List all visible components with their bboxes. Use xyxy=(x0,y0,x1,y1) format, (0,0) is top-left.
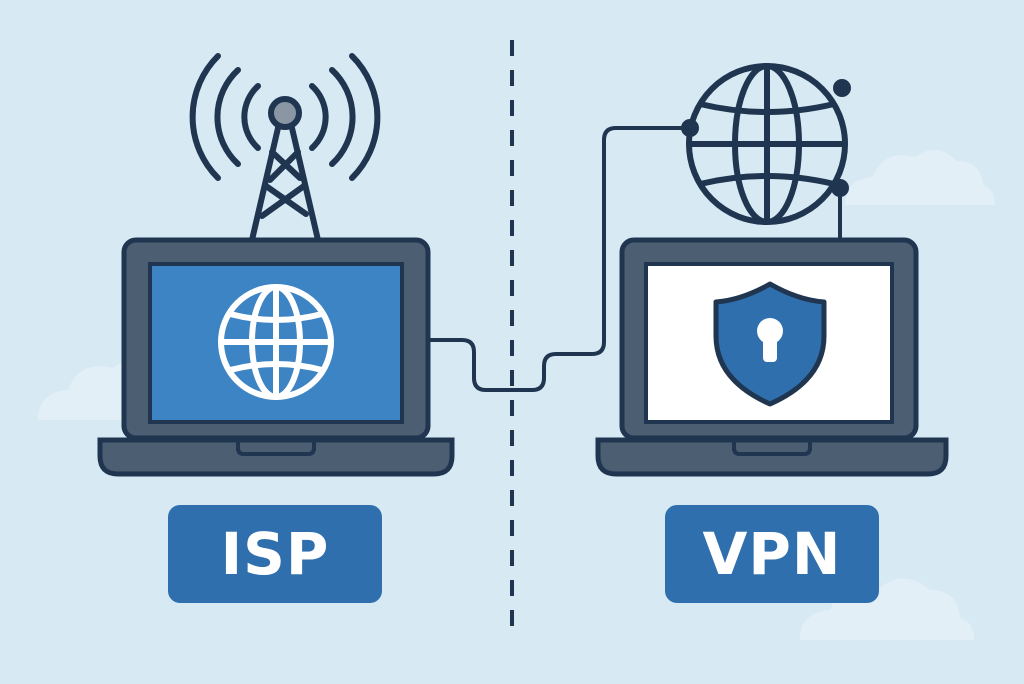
vpn-label-badge: VPN xyxy=(665,505,879,603)
radio-tower-icon xyxy=(189,53,381,243)
globe-icon xyxy=(218,284,334,400)
vpn-label: VPN xyxy=(702,520,842,588)
cloud-right-top-icon xyxy=(845,149,995,205)
network-node xyxy=(831,179,849,197)
connection-cable xyxy=(426,126,692,392)
network-node xyxy=(681,119,699,137)
shield-lock-icon xyxy=(713,281,827,407)
network-nodes xyxy=(681,79,851,197)
isp-label: ISP xyxy=(220,520,330,588)
network-node xyxy=(833,79,851,97)
isp-label-badge: ISP xyxy=(168,505,382,603)
globe-network-icon xyxy=(686,63,848,240)
